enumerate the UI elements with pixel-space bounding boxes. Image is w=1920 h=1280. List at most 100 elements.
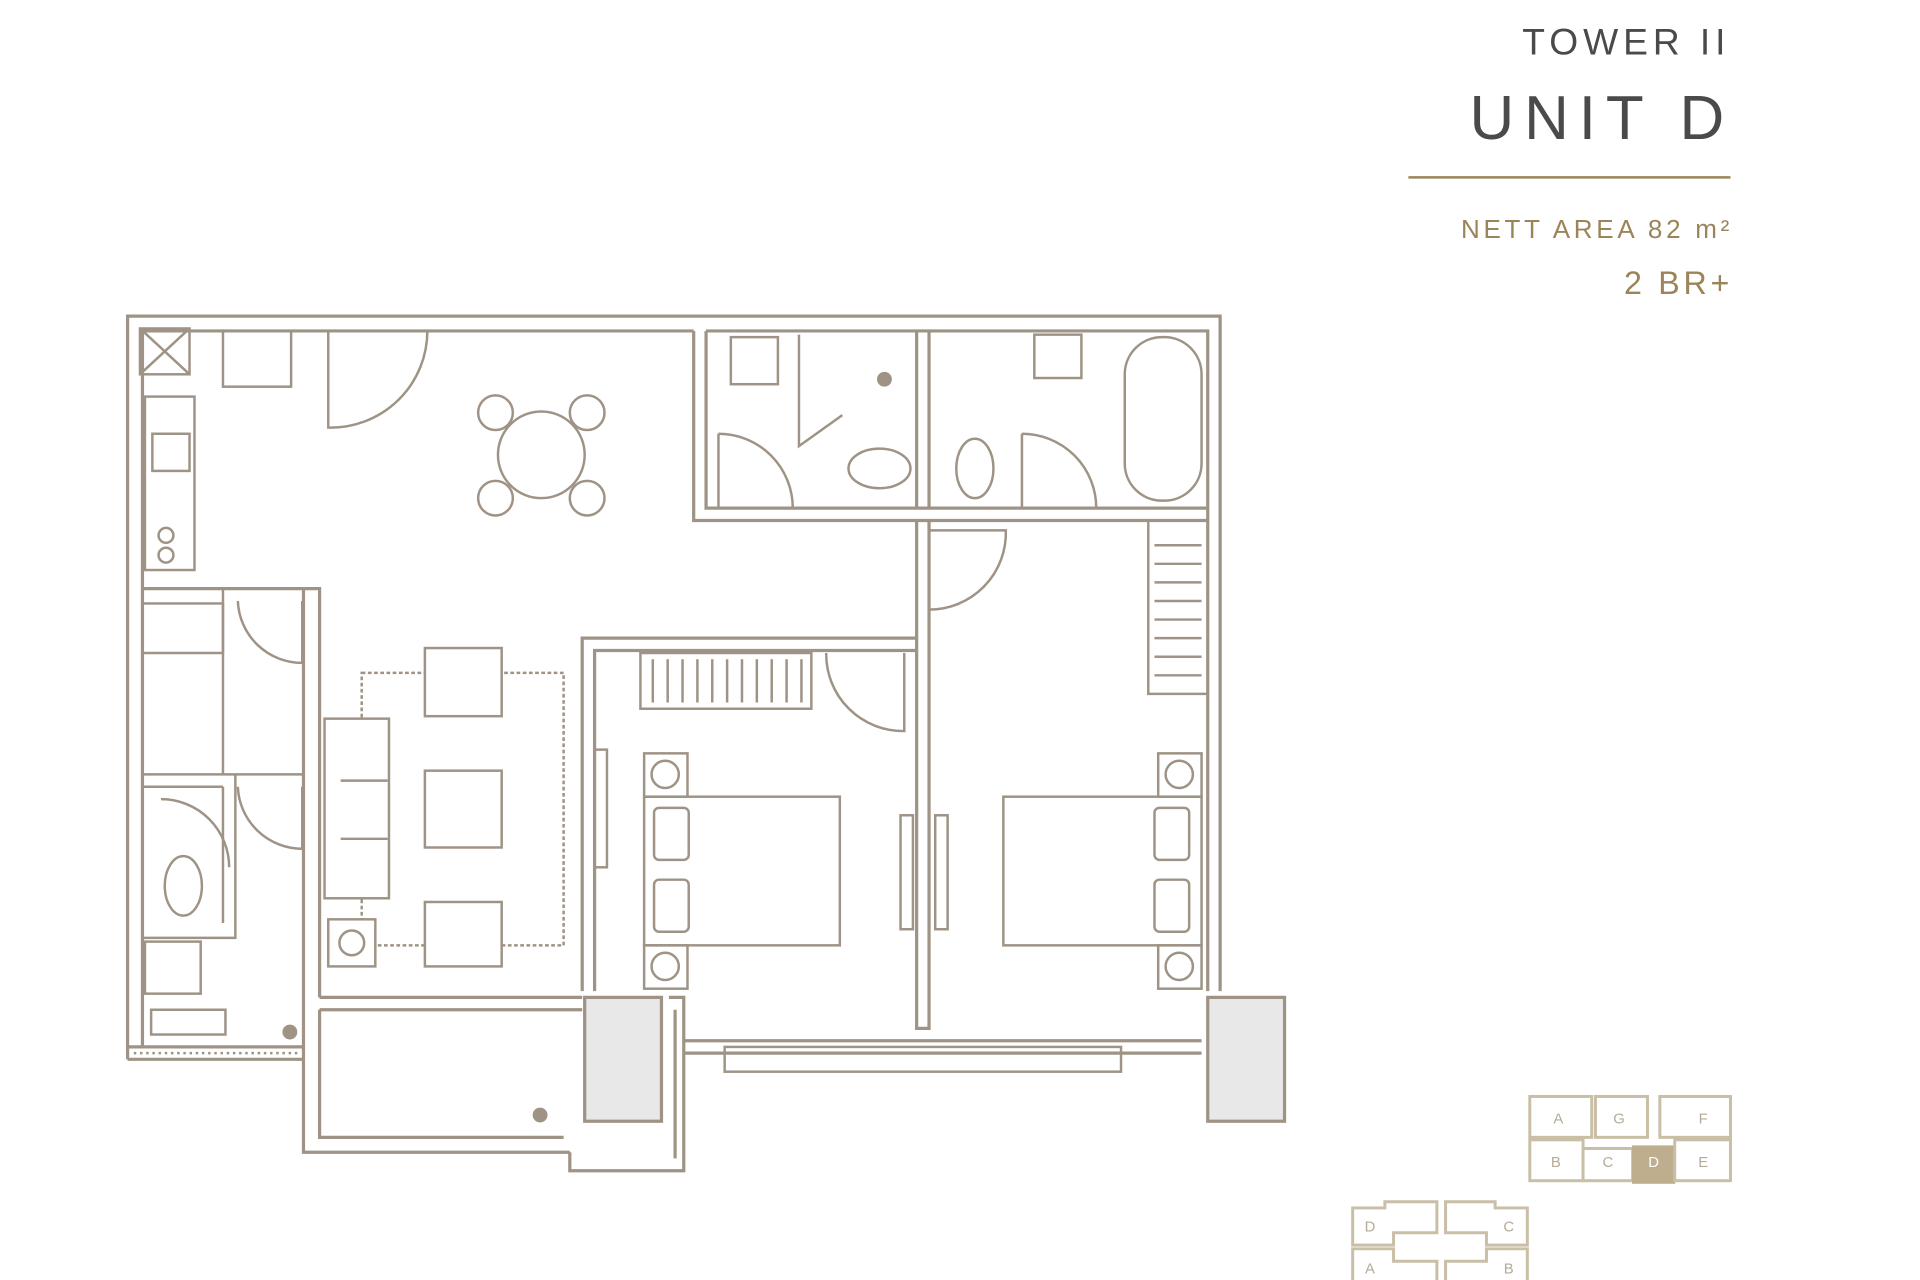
keyplan-label: D (1648, 1155, 1659, 1171)
pillow (652, 806, 690, 862)
door-bath2 (1020, 432, 1098, 509)
service-rooms (142, 588, 304, 940)
nightstand (1156, 944, 1203, 990)
lamp-icon (650, 951, 681, 982)
hangers-2 (651, 659, 803, 703)
column (1206, 995, 1287, 1123)
bathroom-walls (692, 330, 1208, 523)
unit-title: UNIT D (1469, 84, 1734, 153)
drain-icon (282, 1024, 298, 1040)
armchair (423, 646, 503, 718)
keyplan-unit-e (1673, 1138, 1732, 1183)
keyplan-label: F (1699, 1112, 1708, 1128)
bed-bedroom2 (1002, 795, 1203, 947)
door-bath1 (717, 432, 795, 509)
lamp-icon (1164, 951, 1195, 982)
chair (476, 479, 515, 517)
toilet-icon (163, 854, 204, 917)
drain-icon (532, 1107, 548, 1123)
unit-header: TOWER II UNIT D NETT AREA 82 m² 2 BR+ (1408, 21, 1734, 301)
dining-table (496, 410, 586, 500)
partition-panel (899, 814, 915, 931)
armchair (423, 900, 503, 968)
keyplan-unit-b (1444, 1247, 1529, 1280)
keyplan-label: A (1365, 1262, 1375, 1278)
keyplan-label: C (1503, 1219, 1514, 1235)
pillow (1153, 806, 1191, 862)
basin-icon (729, 335, 780, 386)
door-bedroom1 (824, 652, 906, 733)
wardrobe-bedroom1 (639, 651, 813, 710)
sofa (323, 717, 391, 900)
toilet-icon (847, 447, 912, 490)
bedroom1-walls (580, 636, 917, 992)
door-bedroom2 (929, 529, 1008, 611)
outer-wall (125, 314, 1222, 1060)
nightstand (642, 944, 689, 990)
keyplan-label: B (1551, 1155, 1561, 1171)
shaft-cross (139, 327, 191, 376)
nightstand (642, 752, 689, 798)
keyplan-unit-f (1658, 1094, 1732, 1139)
balcony-side (568, 995, 686, 1173)
kitchen-counter (143, 395, 196, 572)
window (723, 1045, 1123, 1073)
washer (143, 940, 202, 995)
chair (568, 394, 606, 432)
balcony-walls (301, 1009, 570, 1154)
side-table-lamp (327, 918, 377, 968)
keyplan-tower-2: A G F B C D E (1528, 1094, 1732, 1184)
toilet-icon (955, 437, 995, 500)
living-window-wall (319, 995, 583, 1012)
shower-icon (877, 371, 892, 387)
keyplan-label: E (1698, 1155, 1708, 1171)
keyplan-label: D (1365, 1219, 1376, 1235)
keyplan-label: G (1613, 1112, 1625, 1128)
wardrobe-bedroom2 (1147, 519, 1209, 696)
keyplan-unit-a (1528, 1094, 1594, 1139)
keyplan-label: A (1553, 1112, 1563, 1128)
bedroom-count: 2 BR+ (1624, 265, 1733, 301)
keyplan-unit-c (1444, 1200, 1529, 1247)
keyplan-tower-1: D C A B (1351, 1200, 1529, 1280)
nightstand (1156, 752, 1203, 798)
door-service1 (236, 600, 304, 665)
fridge (221, 329, 293, 388)
entry-door (327, 330, 429, 429)
sofa-cushions (340, 779, 388, 841)
coffee-table (423, 769, 503, 849)
shower-screen (797, 334, 844, 449)
floor-plan (125, 314, 1287, 1173)
tower-label: TOWER II (1522, 21, 1730, 63)
counter (149, 1008, 227, 1036)
nett-area: NETT AREA 82 m² (1461, 214, 1733, 244)
chair (476, 394, 515, 432)
bed-bedroom1 (642, 795, 842, 947)
bed-small (141, 602, 225, 655)
keyplan-label: C (1602, 1155, 1613, 1171)
lamp-icon (338, 929, 366, 957)
bedroom-partition (915, 520, 931, 1030)
stove-icon (157, 526, 175, 544)
column (583, 995, 664, 1123)
shaft (138, 327, 191, 376)
keyplan-unit-g (1593, 1094, 1649, 1139)
door-service2 (236, 786, 304, 850)
hangers (1154, 544, 1202, 677)
keyplan-unit-d-highlighted (1632, 1145, 1676, 1184)
stove-icon (157, 546, 175, 564)
partition-panel (933, 814, 949, 931)
keyplan-unit-a (1351, 1247, 1439, 1280)
bedroom-window-wall (683, 1039, 1202, 1055)
lamp-icon (1164, 759, 1195, 790)
basin-icon (1033, 333, 1083, 380)
bathtub-icon (1123, 335, 1203, 502)
keyplan-label: B (1504, 1262, 1514, 1278)
chair (568, 479, 606, 517)
lamp-icon (650, 759, 681, 790)
door-service3 (161, 797, 231, 868)
tv-unit (593, 748, 609, 869)
pillow (652, 878, 690, 933)
pillow (1153, 878, 1191, 933)
